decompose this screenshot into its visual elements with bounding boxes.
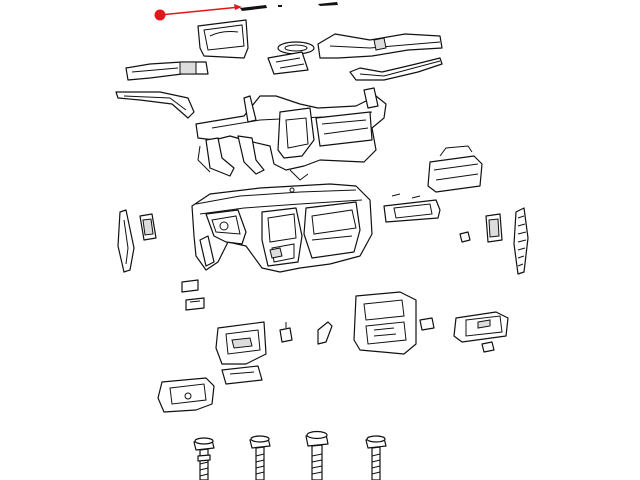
knee-bolster[interactable] (157, 377, 215, 413)
center-dash-vent-upper[interactable] (240, 2, 338, 11)
bolt-1[interactable] (193, 437, 215, 480)
bolt-4[interactable] (365, 435, 387, 480)
side-window-duct-left[interactable] (115, 91, 195, 119)
cluster-bezel[interactable] (197, 19, 249, 59)
left-duct[interactable] (125, 61, 209, 81)
small-block[interactable] (419, 317, 435, 331)
red-callout-dot[interactable] (154, 9, 166, 21)
right-side-vent[interactable] (485, 213, 503, 243)
right-vent-trim[interactable] (383, 193, 441, 223)
left-side-vent[interactable] (139, 213, 157, 241)
side-window-duct-right[interactable] (349, 57, 443, 81)
glove-box-upper[interactable] (427, 145, 483, 193)
bolt-3[interactable] (305, 430, 329, 480)
instrument-panel-frame[interactable] (195, 87, 387, 181)
wiring-clips[interactable] (279, 321, 333, 345)
lower-bracket[interactable] (215, 321, 267, 385)
right-duct[interactable] (317, 33, 443, 59)
switch-bracket-left[interactable] (181, 279, 205, 311)
left-end-cap[interactable] (117, 209, 135, 273)
bolt-2[interactable] (249, 435, 271, 480)
defroster-vent-top[interactable] (267, 41, 315, 75)
callout-pointer (154, 4, 242, 21)
center-console-panel[interactable] (353, 291, 417, 355)
right-end-cap[interactable] (513, 207, 529, 275)
small-clip[interactable] (459, 231, 471, 243)
glove-box-door[interactable] (453, 311, 509, 353)
instrument-panel-assembly[interactable] (191, 183, 373, 273)
